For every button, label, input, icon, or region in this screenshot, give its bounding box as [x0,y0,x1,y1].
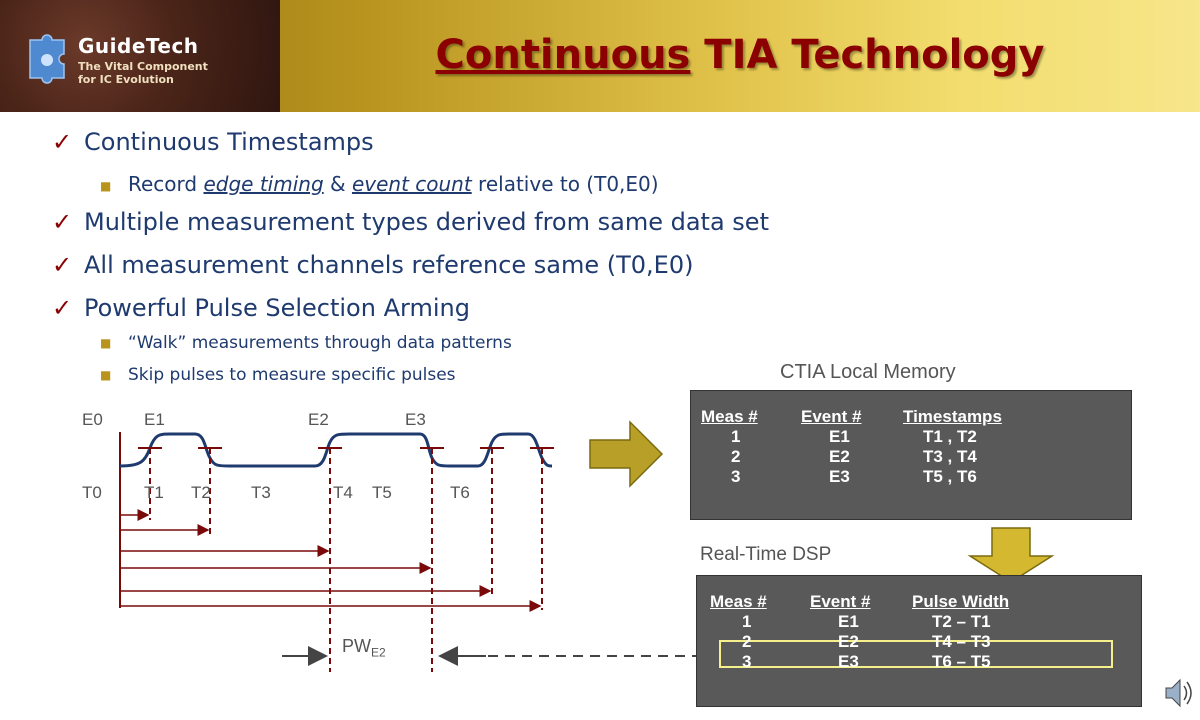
pulse-width-label: PWE2 [342,636,386,660]
sub-bullet-walk: ■“Walk” measurements through data patter… [100,333,512,353]
time-label-t3: T3 [251,483,271,502]
square-bullet-icon: ■ [100,368,112,382]
event-label-e1: E1 [144,410,165,429]
highlighted-row-box [719,640,1113,668]
signal-waveform [119,432,553,468]
brand-tagline-2: for IC Evolution [78,73,174,86]
time-label-t5: T5 [372,483,392,502]
bullet-continuous-timestamps: ✓Continuous Timestamps [52,128,374,156]
sub-bullet-skip: ■Skip pulses to measure specific pulses [100,365,456,385]
event-label-e0: E0 [82,410,103,429]
down-arrow-icon [967,527,1055,583]
column-header: Pulse Width [912,592,1010,611]
time-label-t6: T6 [450,483,470,502]
dsp-caption: Real-Time DSP [700,544,832,565]
right-arrow-icon [589,420,664,488]
column-header: Meas # [710,592,767,611]
brand-tagline-1: The Vital Component [78,60,208,73]
speaker-icon[interactable] [1165,678,1192,708]
slide-title: Continuous TIA Technology [280,32,1200,78]
title-emphasis: Continuous [435,32,691,78]
event-label-e2: E2 [308,410,329,429]
event-label-e3: E3 [405,410,426,429]
column-header: Timestamps [903,407,1002,426]
brand-name: GuideTech [78,34,199,58]
bullet-pulse-selection: ✓Powerful Pulse Selection Arming [52,294,470,322]
column-header: Event # [810,592,871,611]
checkmark-icon: ✓ [52,251,73,279]
checkmark-icon: ✓ [52,208,73,236]
company-logo: GuideTech The Vital Component for IC Evo… [0,0,280,112]
column-header: Meas # [701,407,758,426]
square-bullet-icon: ■ [100,336,112,350]
sub-bullet-record-edge: ■Record edge timing & event count relati… [100,172,659,196]
time-label-t4: T4 [333,483,353,502]
time-label-t0: T0 [82,483,102,502]
checkmark-icon: ✓ [52,294,73,322]
bullet-multiple-types: ✓Multiple measurement types derived from… [52,208,769,236]
puzzle-logo-icon [29,34,65,84]
header-banner: GuideTech The Vital Component for IC Evo… [0,0,1200,112]
square-bullet-icon: ■ [100,178,112,193]
table-header-row: Meas # Event # Pulse Width [710,592,1040,612]
table-header-row: Meas # Event # Timestamps [701,407,1021,427]
memory-caption: CTIA Local Memory [780,361,956,383]
bullet-reference-same: ✓All measurement channels reference same… [52,251,694,279]
checkmark-icon: ✓ [52,128,73,156]
time-label-t1: T1 [144,483,164,502]
column-header: Event # [801,407,862,426]
time-label-t2: T2 [191,483,211,502]
title-rest: TIA Technology [690,32,1045,78]
